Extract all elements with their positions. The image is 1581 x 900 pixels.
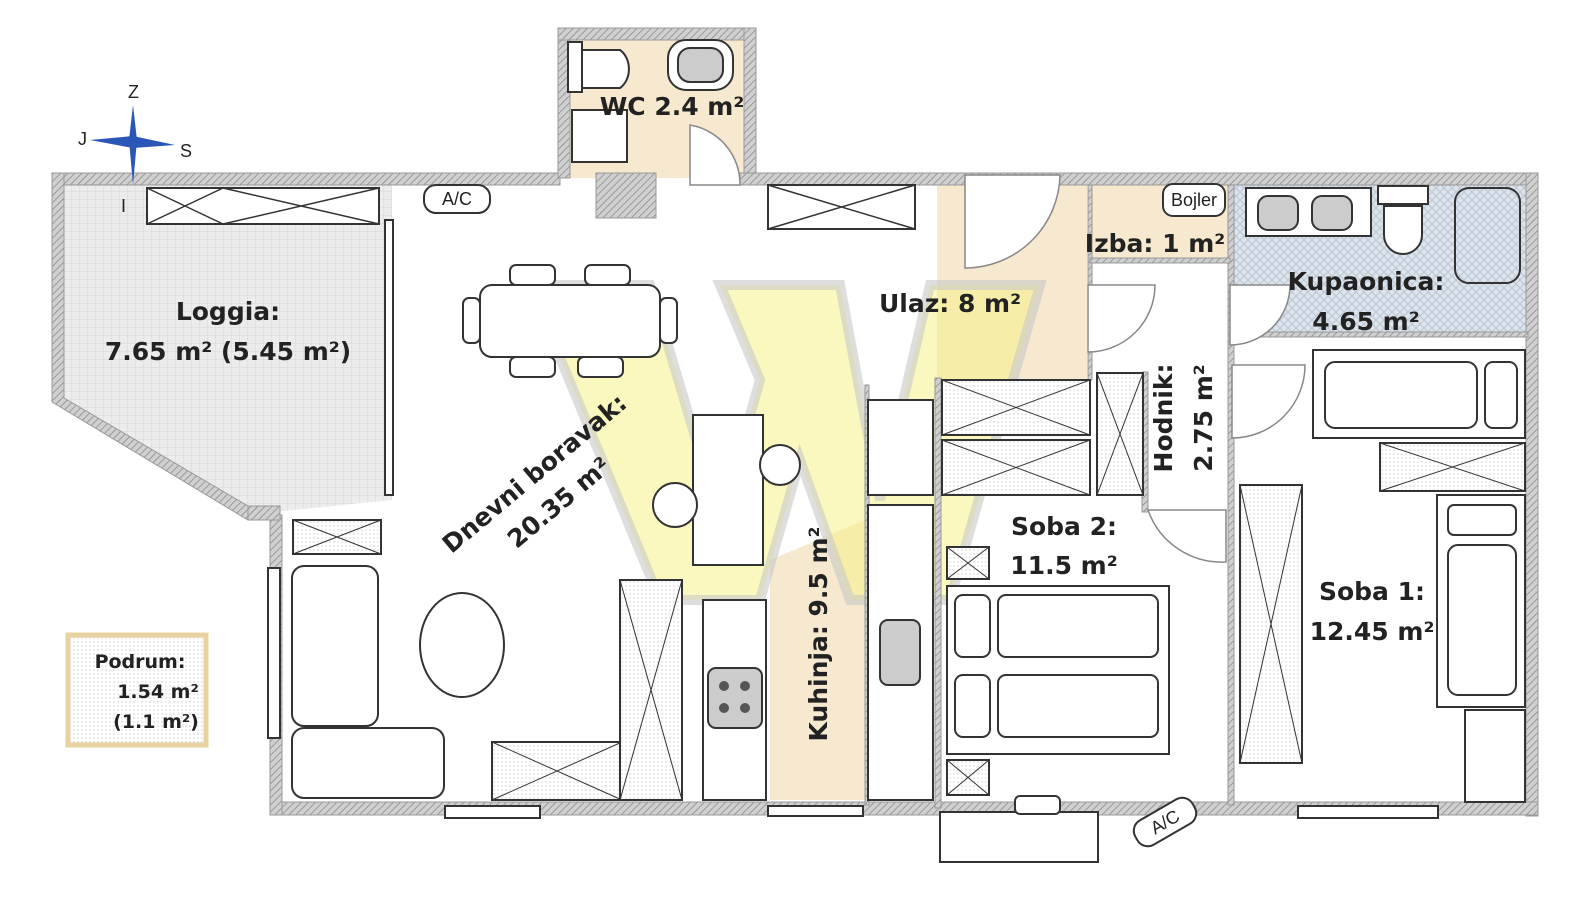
- room-area-hodnik: 2.75 m²: [1189, 364, 1218, 471]
- ac-label-1: A/C: [442, 189, 472, 209]
- room-area-podrum-net: (1.1 m²): [113, 711, 199, 733]
- room-area-kupaonica: 4.65 m²: [1312, 307, 1419, 336]
- compass-north: Z: [128, 82, 139, 102]
- room-label-hodnik: Hodnik:: [1149, 364, 1178, 473]
- bojler-label: Bojler: [1171, 190, 1217, 210]
- furniture: [291, 39, 1526, 863]
- podrum-box: [65, 632, 209, 748]
- walls: [51, 27, 1539, 817]
- room-label-kupaonica: Kupaonica:: [1288, 267, 1445, 296]
- room-label-kuhinja: Kuhinja: 9.5 m²: [804, 526, 833, 741]
- room-area-podrum: 1.54 m²: [117, 681, 199, 703]
- room-area-soba-1: 12.45 m²: [1310, 617, 1435, 646]
- bojler-unit: [1162, 183, 1226, 217]
- room-label-soba-1: Soba 1:: [1319, 577, 1425, 606]
- ac-unit-2: [1132, 796, 1198, 848]
- compass-west: J: [78, 129, 87, 149]
- room-label-wc: WC 2.4 m²: [600, 92, 745, 121]
- room-area-soba-2: 11.5 m²: [1010, 551, 1117, 580]
- compass-south: I: [121, 196, 126, 216]
- compass-east: S: [180, 141, 192, 161]
- doors: [689, 124, 1306, 563]
- room-area-loggia: 7.65 m² (5.45 m²): [105, 337, 351, 366]
- room-label-podrum: Podrum:: [95, 651, 186, 673]
- room-label-ulaz: Ulaz: 8 m²: [879, 289, 1021, 318]
- windows: [146, 184, 1439, 819]
- compass-icon: Z J S I: [78, 82, 192, 216]
- room-label-loggia: Loggia:: [176, 297, 280, 326]
- room-label-soba-2: Soba 2:: [1011, 512, 1117, 541]
- ac-unit-1: [423, 184, 491, 214]
- loggia-floor: [62, 183, 392, 515]
- room-label-izba: Izba: 1 m²: [1085, 229, 1225, 258]
